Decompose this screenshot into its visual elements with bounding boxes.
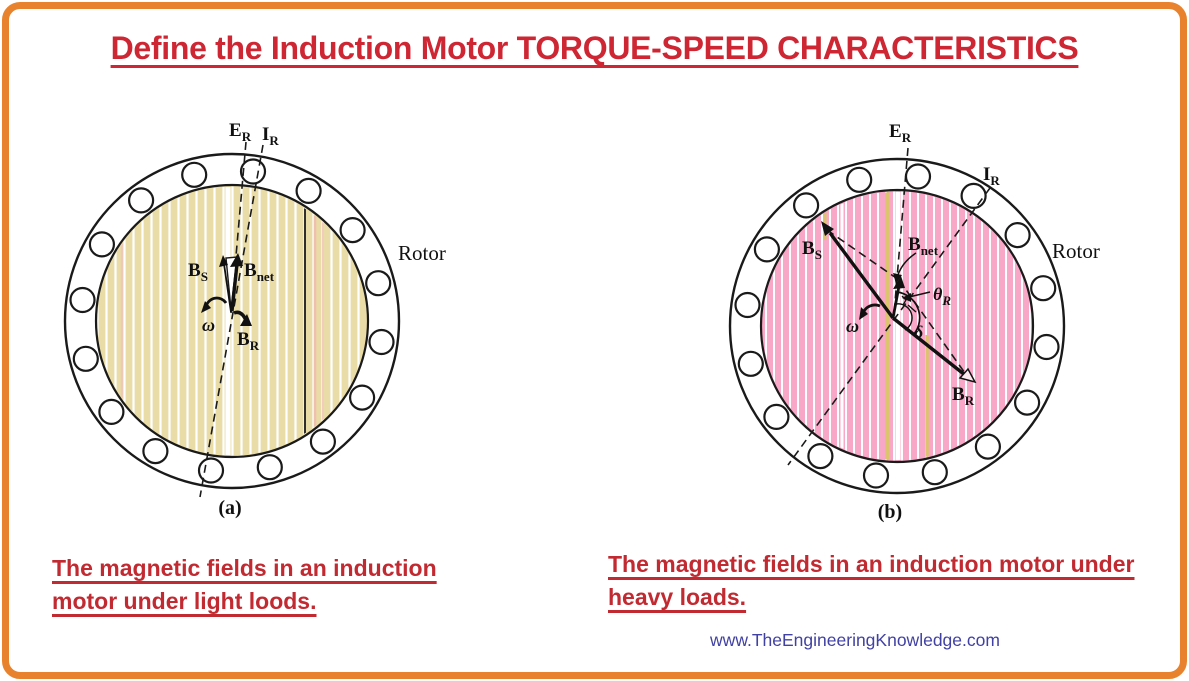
page-title: Define the Induction Motor TORQUE-SPEED … [110,30,1079,66]
bnet-pointer [893,252,917,284]
theta-pointer [901,291,931,306]
label-br: BR [952,384,975,408]
ir-dashed-line [787,187,991,466]
label-bs: BS [802,238,822,262]
caption-heavy-load-line1: The magnetic fields in an induction moto… [608,551,1135,577]
diagram-heavy-load: ER IR BS Bnet θR δ ω BR Rotor (b) [728,121,1100,523]
vector-bs [821,221,895,320]
omega-arrow [201,296,228,313]
flux-stripes [97,186,367,456]
label-er: ER [889,121,912,145]
ir-dashed-line [199,144,264,498]
caption-light-load-line2: motor under light loods. [52,588,317,614]
label-bnet: Bnet [244,260,275,284]
vector-br [891,316,977,384]
label-bs: BS [188,260,208,284]
caption-heavy-load: The magnetic fields in an induction moto… [608,548,1168,614]
diagram-light-load: ER IR BS Bnet ω BR Rotor (a) [63,120,446,519]
label-omega: ω [202,315,215,335]
delta-arc [895,291,921,335]
figure-label-a: (a) [218,497,241,519]
label-ir: IR [262,124,279,148]
caption-light-load: The magnetic fields in an induction moto… [52,552,552,618]
omega-arrow [859,303,881,320]
caption-light-load-line1: The magnetic fields in an induction [52,555,437,581]
caption-heavy-load-line2: heavy loads. [608,584,747,610]
er-dashed-line [893,147,909,315]
rotor-label: Rotor [398,241,446,265]
label-omega: ω [846,316,859,336]
vector-bs [219,255,232,313]
rotor-label: Rotor [1052,239,1100,263]
label-theta-r: θR [933,284,951,308]
label-er: ER [229,120,252,144]
vector-br [233,310,252,326]
label-delta: δ [914,322,923,342]
vector-bnet [230,253,243,312]
label-bnet: Bnet [908,234,939,258]
figure-label-b: (b) [878,501,902,523]
label-ir: IR [983,164,1000,188]
website-link[interactable]: www.TheEngineeringKnowledge.com [710,630,1000,650]
label-br: BR [237,329,260,353]
parallelogram-dashed-top [826,229,900,281]
